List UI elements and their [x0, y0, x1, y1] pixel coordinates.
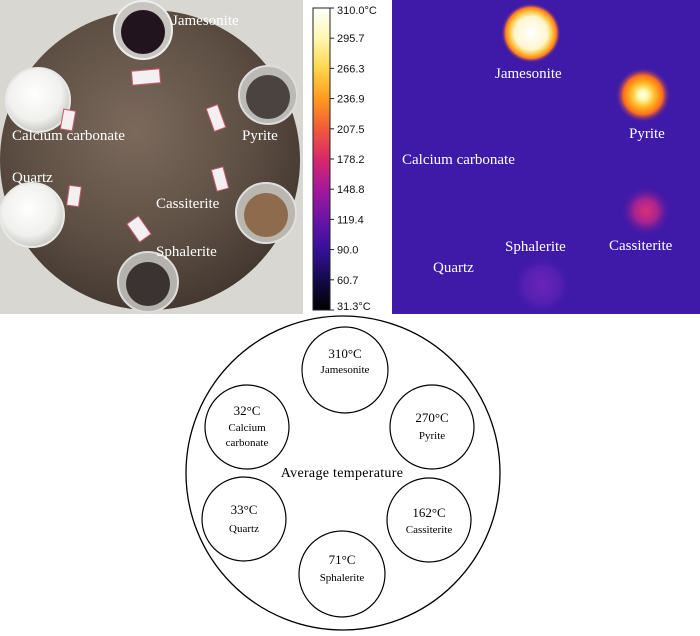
sample-circle-cassiterite: 162°C Cassiterite	[386, 477, 472, 563]
thermal-image-panel: Jamesonite Pyrite Calcium carbonate Spha…	[392, 0, 700, 314]
name-calcium-line2: carbonate	[226, 437, 269, 449]
name-calcium-line1: Calcium	[228, 422, 266, 434]
thermal-label-calcium-carbonate: Calcium carbonate	[402, 152, 515, 168]
name-pyrite: Pyrite	[419, 430, 445, 442]
temp-calcium-carbonate: 32°C	[234, 403, 261, 418]
thermal-label-pyrite: Pyrite	[629, 126, 665, 142]
thermal-label-jamesonite: Jamesonite	[495, 66, 562, 82]
scale-tick-label: 60.7	[337, 275, 358, 287]
temperature-diagram: Average temperature 310°C Jamesonite 270…	[0, 314, 700, 631]
scale-tick-label: 266.3	[337, 63, 365, 75]
photo-panel: Jamesonite Calcium carbonate Pyrite Quar…	[0, 0, 303, 314]
scale-tick-label: 178.2	[337, 154, 365, 166]
scale-tick-label: 295.7	[337, 33, 365, 45]
temp-jamesonite: 310°C	[328, 346, 361, 361]
temperature-color-scale: 310.0°C 295.7 266.3 236.9 207.5 178.2 148.8 119…	[303, 0, 392, 314]
scale-tick-label: 236.9	[337, 94, 365, 106]
photo-label-jamesonite: Jamesonite	[172, 13, 239, 29]
sample-circle-jamesonite: 310°C Jamesonite	[301, 326, 389, 414]
scale-tick-label: 310.0°C	[337, 5, 377, 17]
scale-tick-label: 207.5	[337, 124, 365, 136]
center-label: Average temperature	[281, 466, 403, 481]
photo-label-quartz: Quartz	[12, 170, 53, 186]
scale-tick-label: 148.8	[337, 184, 365, 196]
paper-tags	[59, 68, 230, 243]
beaker-cassiterite	[235, 182, 297, 244]
name-quartz: Quartz	[229, 523, 259, 535]
thermal-label-cassiterite: Cassiterite	[609, 238, 673, 254]
temp-sphalerite: 71°C	[329, 552, 356, 567]
beaker-quartz	[0, 182, 65, 248]
thermal-label-quartz: Quartz	[433, 260, 474, 276]
sample-circle-pyrite: 270°C Pyrite	[389, 384, 475, 470]
temp-quartz: 33°C	[231, 502, 258, 517]
tray	[0, 10, 300, 310]
beaker-sphalerite	[117, 251, 179, 313]
thermal-label-sphalerite: Sphalerite	[505, 239, 566, 255]
hotspot-cassiterite	[620, 185, 672, 237]
scale-tick-label: 31.3°C	[337, 301, 371, 313]
color-bar	[312, 7, 331, 311]
hotspot-pyrite	[615, 67, 671, 123]
beaker-calcium-carbonate	[5, 67, 71, 133]
sample-circle-calcium-carbonate: 32°C Calcium carbonate	[204, 384, 290, 470]
photo-label-cassiterite: Cassiterite	[156, 196, 220, 212]
name-cassiterite: Cassiterite	[406, 524, 453, 536]
scale-tick-label: 90.0	[337, 245, 358, 257]
sample-circle-quartz: 33°C Quartz	[201, 476, 287, 562]
photo-label-pyrite: Pyrite	[242, 128, 278, 144]
beaker-jamesonite	[113, 0, 173, 60]
sample-circle-sphalerite: 71°C Sphalerite	[298, 530, 386, 618]
scale-tick-label: 119.4	[337, 214, 364, 226]
photo-label-sphalerite: Sphalerite	[156, 244, 217, 260]
temp-pyrite: 270°C	[415, 410, 448, 425]
temp-cassiterite: 162°C	[412, 505, 445, 520]
hotspot-jamesonite	[501, 3, 561, 63]
sample-tray-photo: Jamesonite Calcium carbonate Pyrite Quar…	[0, 0, 303, 314]
beaker-pyrite	[238, 65, 298, 125]
name-sphalerite: Sphalerite	[320, 572, 365, 584]
hotspot-sphalerite	[512, 255, 572, 314]
photo-label-calcium-carbonate: Calcium carbonate	[12, 128, 125, 144]
name-jamesonite: Jamesonite	[321, 364, 370, 376]
